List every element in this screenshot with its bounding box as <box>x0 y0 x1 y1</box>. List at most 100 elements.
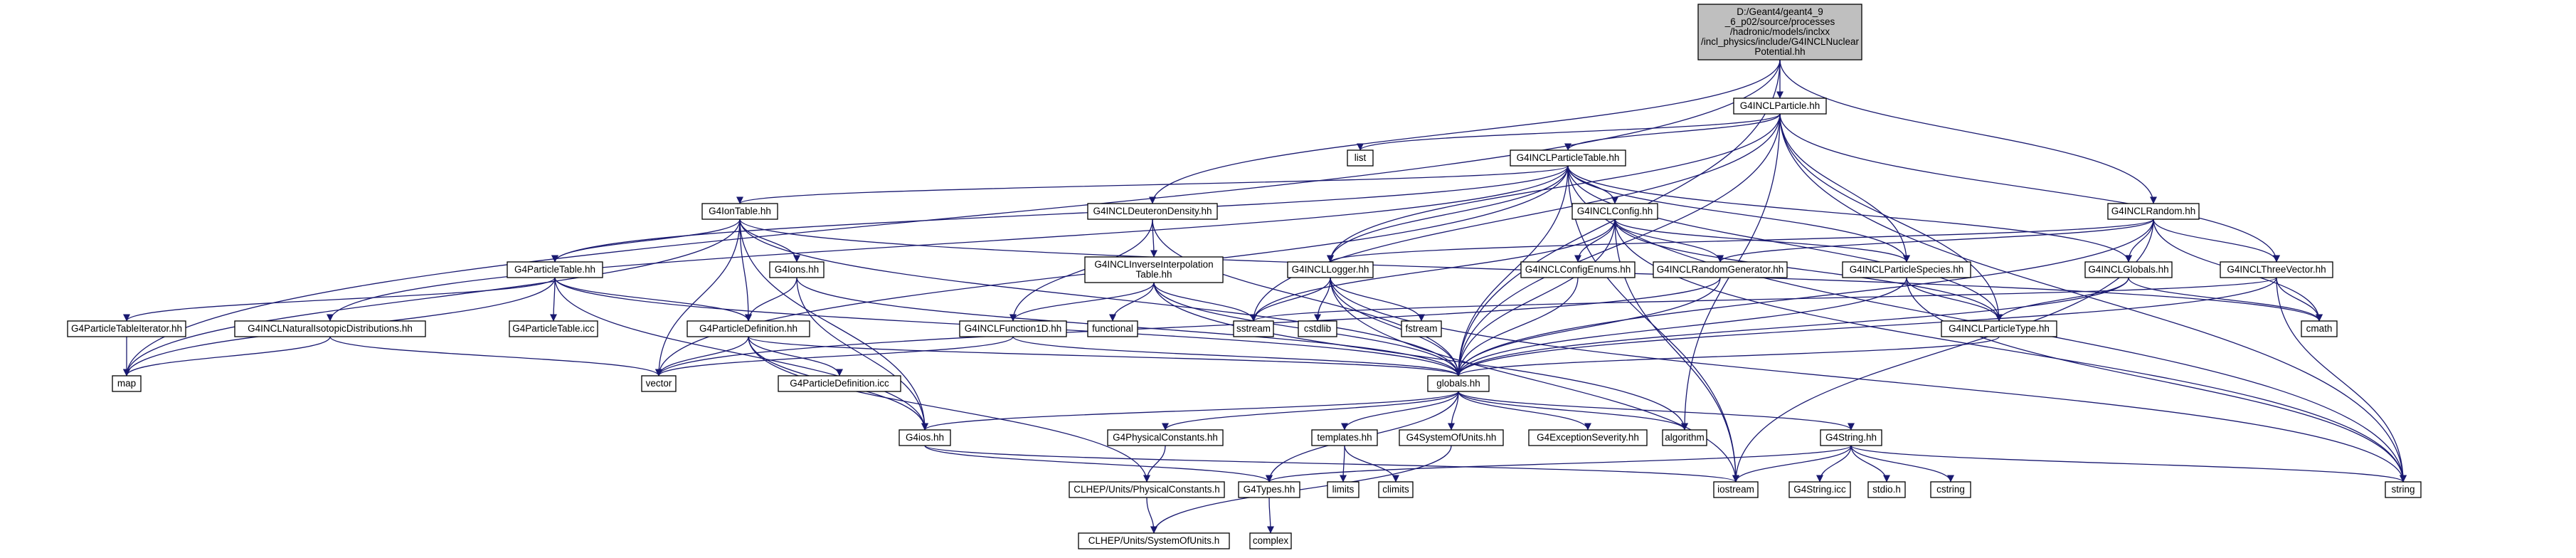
edge-g4ios-to-g4types <box>924 445 1273 483</box>
node-root[interactable]: D:/Geant4/geant4_9_6_p02/source/processe… <box>1697 4 1862 60</box>
edge-particletable-to-natural <box>327 165 1569 322</box>
node-threevector[interactable]: G4INCLThreeVector.hh <box>2220 261 2333 278</box>
edge-particle-to-particlespecies <box>1779 113 1910 263</box>
node-particlespecies[interactable]: G4INCLParticleSpecies.hh <box>1842 261 1971 278</box>
node-label: cmath <box>2306 323 2333 334</box>
node-label: templates.hh <box>1317 432 1372 443</box>
node-clhepunits[interactable]: CLHEP/Units/SystemOfUnits.h <box>1078 532 1230 549</box>
node-random[interactable]: G4INCLRandom.hh <box>2107 203 2200 220</box>
edge-inverseinterp-to-function1d <box>1009 282 1155 322</box>
edge-inclglobals-to-globals <box>1455 277 2129 377</box>
node-randomgen[interactable]: G4INCLRandomGenerator.hh <box>1653 261 1788 278</box>
node-label: G4INCLThreeVector.hh <box>2227 264 2326 275</box>
node-ptiterator[interactable]: G4ParticleTableIterator.hh <box>67 320 186 337</box>
node-particletype[interactable]: G4INCLParticleType.hh <box>1941 320 2057 337</box>
node-sstream: sstream <box>1233 320 1274 337</box>
node-label: Table.hh <box>1135 269 1172 280</box>
node-particletable[interactable]: G4INCLParticleTable.hh <box>1510 149 1626 167</box>
node-box <box>1528 429 1648 446</box>
edge-random-to-logger <box>1327 219 2154 263</box>
node-label: G4INCLConfigEnums.hh <box>1525 264 1631 275</box>
node-templates[interactable]: templates.hh <box>1311 429 1378 446</box>
node-function1d[interactable]: G4INCLFunction1D.hh <box>959 320 1067 337</box>
node-pdefcc: G4ParticleDefinition.icc <box>778 375 901 392</box>
edge-globals-to-exception <box>1458 391 1591 431</box>
node-box <box>641 375 677 392</box>
edge-config-to-particlespecies <box>1614 219 1910 263</box>
node-exception[interactable]: G4ExceptionSeverity.hh <box>1528 429 1648 446</box>
node-label: algorithm <box>1665 432 1705 443</box>
node-g4types[interactable]: G4Types.hh <box>1238 481 1300 498</box>
node-config[interactable]: G4INCLConfig.hh <box>1571 203 1658 220</box>
node-label: sstream <box>1236 323 1271 334</box>
edge-particlespecies-to-globals <box>1455 277 1907 377</box>
node-box <box>1347 149 1374 167</box>
node-clhepphys[interactable]: CLHEP/Units/PhysicalConstants.h <box>1069 481 1225 498</box>
node-box <box>2220 261 2333 278</box>
edge-threevector-to-cmath <box>2276 277 2323 322</box>
node-label: complex <box>1253 535 1289 546</box>
node-label: G4INCLRandomGenerator.hh <box>1657 264 1784 275</box>
node-globals[interactable]: globals.hh <box>1427 375 1490 392</box>
edge-g4string-to-g4types <box>1266 445 1852 483</box>
edge-pdef-to-globals <box>748 336 1462 377</box>
node-label: cstring <box>1936 484 1965 495</box>
node-g4particletable[interactable]: G4ParticleTable.hh <box>507 261 603 278</box>
node-particle[interactable]: G4INCLParticle.hh <box>1733 98 1827 115</box>
node-box <box>1233 320 1274 337</box>
edge-templates-to-limits <box>1340 445 1347 483</box>
edge-threevector-to-sstream <box>1250 277 2277 322</box>
node-g4ions[interactable]: G4Ions.hh <box>769 261 825 278</box>
node-label: G4INCLFunction1D.hh <box>965 323 1062 334</box>
edge-globals-to-g4ios <box>921 391 1459 431</box>
edge-iontable-to-globals <box>739 219 1462 377</box>
node-box <box>1788 481 1851 498</box>
node-g4ios[interactable]: G4ios.hh <box>899 429 951 446</box>
edge-natural-to-vector <box>329 336 662 377</box>
node-natural[interactable]: G4INCLNaturalIsotopicDistributions.hh <box>234 320 426 337</box>
node-configenums[interactable]: G4INCLConfigEnums.hh <box>1520 261 1636 278</box>
node-box <box>112 375 142 392</box>
node-climits: climits <box>1378 481 1414 498</box>
node-inclglobals[interactable]: G4INCLGlobals.hh <box>2084 261 2173 278</box>
edge-pdef-to-vector <box>655 336 749 377</box>
edge-logger-to-string <box>1330 277 2407 483</box>
edge-g4string-to-cstring <box>1850 445 1954 483</box>
node-ptcc: G4ParticleTable.icc <box>509 320 598 337</box>
node-pdef[interactable]: G4ParticleDefinition.hh <box>687 320 810 337</box>
node-box <box>2385 481 2422 498</box>
edge-g4ions-to-pdef <box>745 277 797 322</box>
node-box <box>234 320 426 337</box>
node-box <box>778 375 901 392</box>
node-box <box>1820 429 1882 446</box>
node-label: G4INCLNaturalIsotopicDistributions.hh <box>248 323 413 334</box>
edge-config-to-randomgen <box>1614 219 1724 263</box>
node-box <box>1238 481 1300 498</box>
node-box <box>1107 429 1224 446</box>
edge-inverseinterp-to-functional <box>1109 282 1155 322</box>
node-g4string[interactable]: G4String.hh <box>1820 429 1882 446</box>
node-deuteron[interactable]: G4INCLDeuteronDensity.hh <box>1087 203 1218 220</box>
node-box <box>1087 203 1218 220</box>
node-box <box>701 203 778 220</box>
edge-g4particletable-to-ptiterator <box>123 277 556 322</box>
node-label: vector <box>646 378 672 389</box>
node-logger[interactable]: G4INCLLogger.hh <box>1287 261 1374 278</box>
node-physconst[interactable]: G4PhysicalConstants.hh <box>1107 429 1224 446</box>
edge-sysofunits-to-clhepunits <box>1150 445 1452 534</box>
node-label: climits <box>1382 484 1409 495</box>
node-label: G4ParticleTable.icc <box>512 323 595 334</box>
node-label: /hadronic/models/inclxx <box>1730 26 1830 37</box>
edge-randomgen-to-globals <box>1455 277 1721 377</box>
node-label: G4INCLRandom.hh <box>2111 206 2196 216</box>
edge-templates-to-climits <box>1344 445 1399 483</box>
node-iontable[interactable]: G4IonTable.hh <box>701 203 778 220</box>
edge-globals-to-g4string <box>1458 391 1855 431</box>
edge-root-to-deuteron <box>1149 59 1781 204</box>
node-sysofunits[interactable]: G4SystemOfUnits.hh <box>1399 429 1504 446</box>
node-iostream: iostream <box>1713 481 1759 498</box>
edge-physconst-to-clhepphys <box>1143 445 1166 483</box>
edge-logger-to-iostream <box>1330 277 1739 483</box>
node-box <box>1378 481 1414 498</box>
